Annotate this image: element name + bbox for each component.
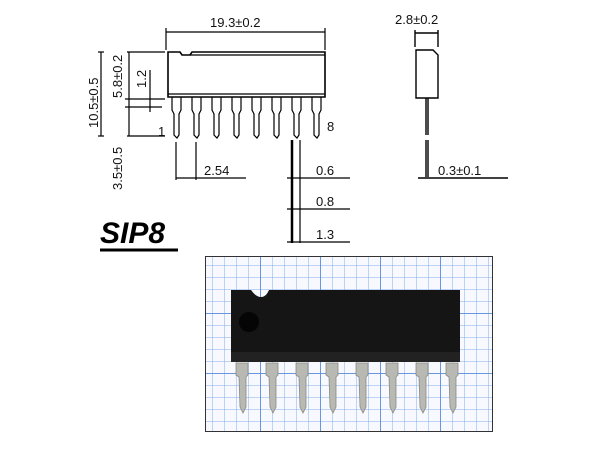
chip-photo <box>205 256 493 432</box>
dim-lead-width-shoulder: 1.3 <box>316 227 334 242</box>
front-view-leads <box>171 97 322 139</box>
package-title: SIP8 <box>100 217 165 250</box>
dim-body-length: 19.3±0.2 <box>210 15 261 30</box>
dim-lead-width-tip: 0.6 <box>316 163 334 178</box>
front-view <box>98 28 350 243</box>
chip-photo-leads <box>235 362 459 414</box>
dim-lead-thickness: 0.3±0.1 <box>438 163 481 178</box>
dim-lead-width-mid: 0.8 <box>316 194 334 209</box>
dim-pitch: 2.54 <box>204 163 229 178</box>
side-view <box>414 30 508 179</box>
pin-1-label: 1 <box>158 124 165 139</box>
dim-shoulder: 1.2 <box>134 70 149 88</box>
pin-8-label: 8 <box>327 119 334 134</box>
pin1-dimple <box>239 312 259 332</box>
dim-total-height: 10.5±0.5 <box>86 77 101 128</box>
dim-body-height: 5.8±0.2 <box>110 55 125 98</box>
dim-lead-length: 3.5±0.5 <box>110 147 125 190</box>
dim-body-thickness: 2.8±0.2 <box>395 12 438 27</box>
chip-photo-render <box>231 290 460 414</box>
